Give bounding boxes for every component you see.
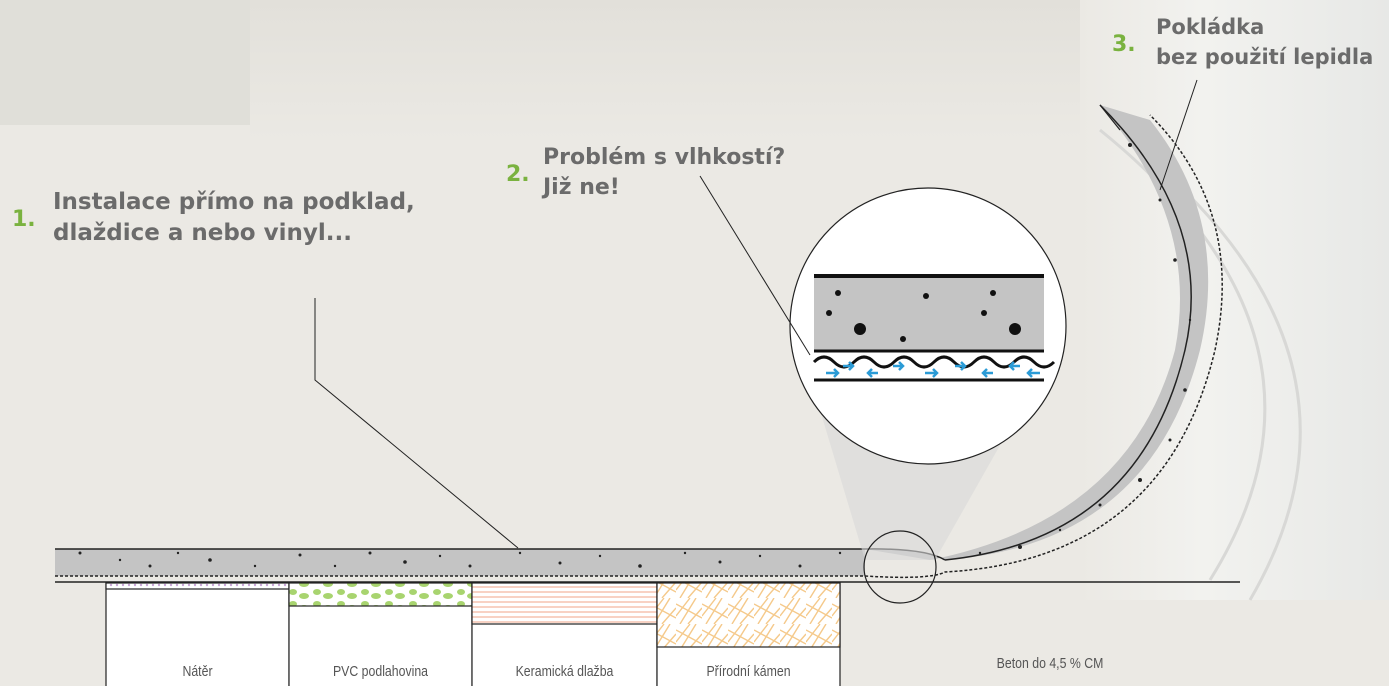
flat-tile <box>55 548 865 577</box>
leader-lines <box>314 79 1198 549</box>
motion-arcs <box>1099 128 1302 601</box>
callout-1-line-2: dlaždice a nebo vinyl... <box>53 220 352 246</box>
substrate-label-concrete: Beton do 4,5 % CM <box>996 655 1104 672</box>
callout-3-line-1: Pokládka <box>1156 15 1265 39</box>
callout-1-number: 1. <box>12 207 36 232</box>
callout-3-line-2: bez použití lepidla <box>1156 45 1374 69</box>
magnified-detail <box>789 187 1067 465</box>
moisture-arrows <box>826 361 1040 378</box>
substrate-columns <box>105 582 841 686</box>
callout-2-line-1: Problém s vlhkostí? <box>543 145 786 170</box>
callout-1: 1. Instalace přímo na podklad, dlaždice … <box>12 187 415 249</box>
substrate-label-ceramic: Keramická dlažba <box>515 663 614 680</box>
substrate-label-pvc: PVC podlahovina <box>332 663 429 680</box>
magnifier-small-circle <box>863 530 937 604</box>
callout-3-number: 3. <box>1112 32 1136 57</box>
background-wall <box>250 0 1150 140</box>
callout-3: 3. Pokládka bez použití lepidla <box>1112 12 1373 72</box>
background-sign <box>0 0 250 125</box>
callout-2: 2. Problém s vlhkostí? Již ne! <box>506 143 785 203</box>
callout-1-line-1: Instalace přímo na podklad, <box>53 189 415 215</box>
callout-2-line-2: Již ne! <box>543 175 620 200</box>
substrate-label-stone: Přírodní kámen <box>706 663 791 680</box>
substrate-label-paint: Nátěr <box>182 663 213 680</box>
background-window <box>1080 0 1389 600</box>
callout-2-number: 2. <box>506 162 530 187</box>
